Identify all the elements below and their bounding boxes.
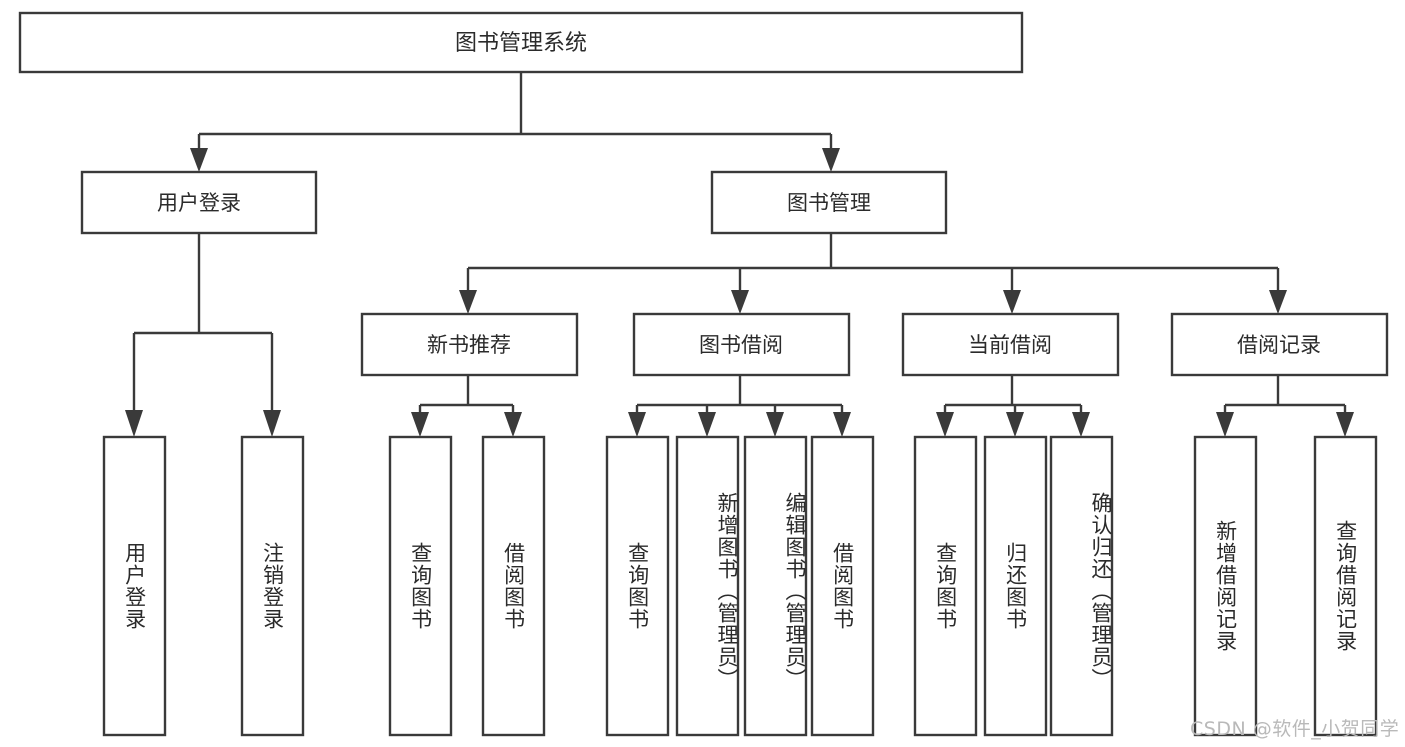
arrow-currentborrow-leaf-1 bbox=[936, 412, 954, 437]
arrow-newbook-leaf-1 bbox=[411, 412, 429, 437]
node-borrow-book-label: 图书借阅 bbox=[699, 333, 783, 357]
arrow-borrowrecord-leaf-2 bbox=[1336, 412, 1354, 437]
leaf-user-login-1-box[interactable] bbox=[102, 435, 167, 737]
leaf-user-login-2-box[interactable] bbox=[240, 435, 305, 737]
leaf-borrow-book-4-box[interactable] bbox=[810, 435, 875, 737]
arrow-borrowrecord-leaf-1 bbox=[1216, 412, 1234, 437]
arrow-userlogin-leaf-2 bbox=[263, 410, 281, 437]
leaf-current-borrow-1-box[interactable] bbox=[913, 435, 978, 737]
node-user-login-label: 用户登录 bbox=[157, 191, 241, 215]
leaf-current-borrow-3-box[interactable] bbox=[1049, 435, 1114, 737]
leaf-borrow-record-2-box[interactable] bbox=[1313, 435, 1378, 737]
node-book-mgmt-box[interactable] bbox=[710, 170, 948, 235]
arrow-borrowbook-leaf-1 bbox=[628, 412, 646, 437]
node-new-book-label: 新书推荐 bbox=[427, 333, 511, 357]
arrow-borrowbook-leaf-2 bbox=[698, 412, 716, 437]
node-new-book-box[interactable] bbox=[360, 312, 579, 377]
arrow-currentborrow-leaf-2 bbox=[1006, 412, 1024, 437]
leaf-borrow-book-3-box[interactable] bbox=[743, 435, 808, 737]
arrow-to-user-login bbox=[190, 148, 208, 172]
arrow-borrowbook-leaf-3 bbox=[766, 412, 784, 437]
arrow-to-current-borrow bbox=[1003, 290, 1021, 314]
leaf-borrow-record-1-box[interactable] bbox=[1193, 435, 1258, 737]
arrow-newbook-leaf-2 bbox=[504, 412, 522, 437]
arrow-borrowbook-leaf-4 bbox=[833, 412, 851, 437]
arrow-to-book-mgmt bbox=[822, 148, 840, 172]
node-borrow-book-box[interactable] bbox=[632, 312, 851, 377]
arrow-to-borrow-book bbox=[731, 290, 749, 314]
leaf-new-book-2-box[interactable] bbox=[481, 435, 546, 737]
node-user-login-box[interactable] bbox=[80, 170, 318, 235]
node-current-borrow-box[interactable] bbox=[901, 312, 1120, 377]
node-borrow-record-box[interactable] bbox=[1170, 312, 1389, 377]
connector-layer bbox=[125, 72, 1354, 437]
leaf-new-book-1-box[interactable] bbox=[388, 435, 453, 737]
leaf-borrow-book-2-box[interactable] bbox=[675, 435, 740, 737]
leaf-borrow-book-1-box[interactable] bbox=[605, 435, 670, 737]
node-root-label: 图书管理系统 bbox=[455, 31, 587, 56]
node-layer: 图书管理系统 用户登录 图书管理 新书推荐 图书借阅 当前借阅 借阅记录 bbox=[18, 11, 1389, 737]
node-book-mgmt-label: 图书管理 bbox=[787, 191, 871, 215]
csdn-watermark: CSDN @软件_小贺同学 bbox=[1190, 718, 1400, 740]
arrow-to-new-book bbox=[459, 290, 477, 314]
arrow-userlogin-leaf-1 bbox=[125, 410, 143, 437]
arrow-to-borrow-record bbox=[1269, 290, 1287, 314]
arrow-currentborrow-leaf-3 bbox=[1072, 412, 1090, 437]
node-borrow-record-label: 借阅记录 bbox=[1237, 333, 1321, 357]
node-root-box[interactable] bbox=[18, 11, 1024, 74]
leaf-current-borrow-2-box[interactable] bbox=[983, 435, 1048, 737]
node-current-borrow-label: 当前借阅 bbox=[968, 333, 1052, 357]
